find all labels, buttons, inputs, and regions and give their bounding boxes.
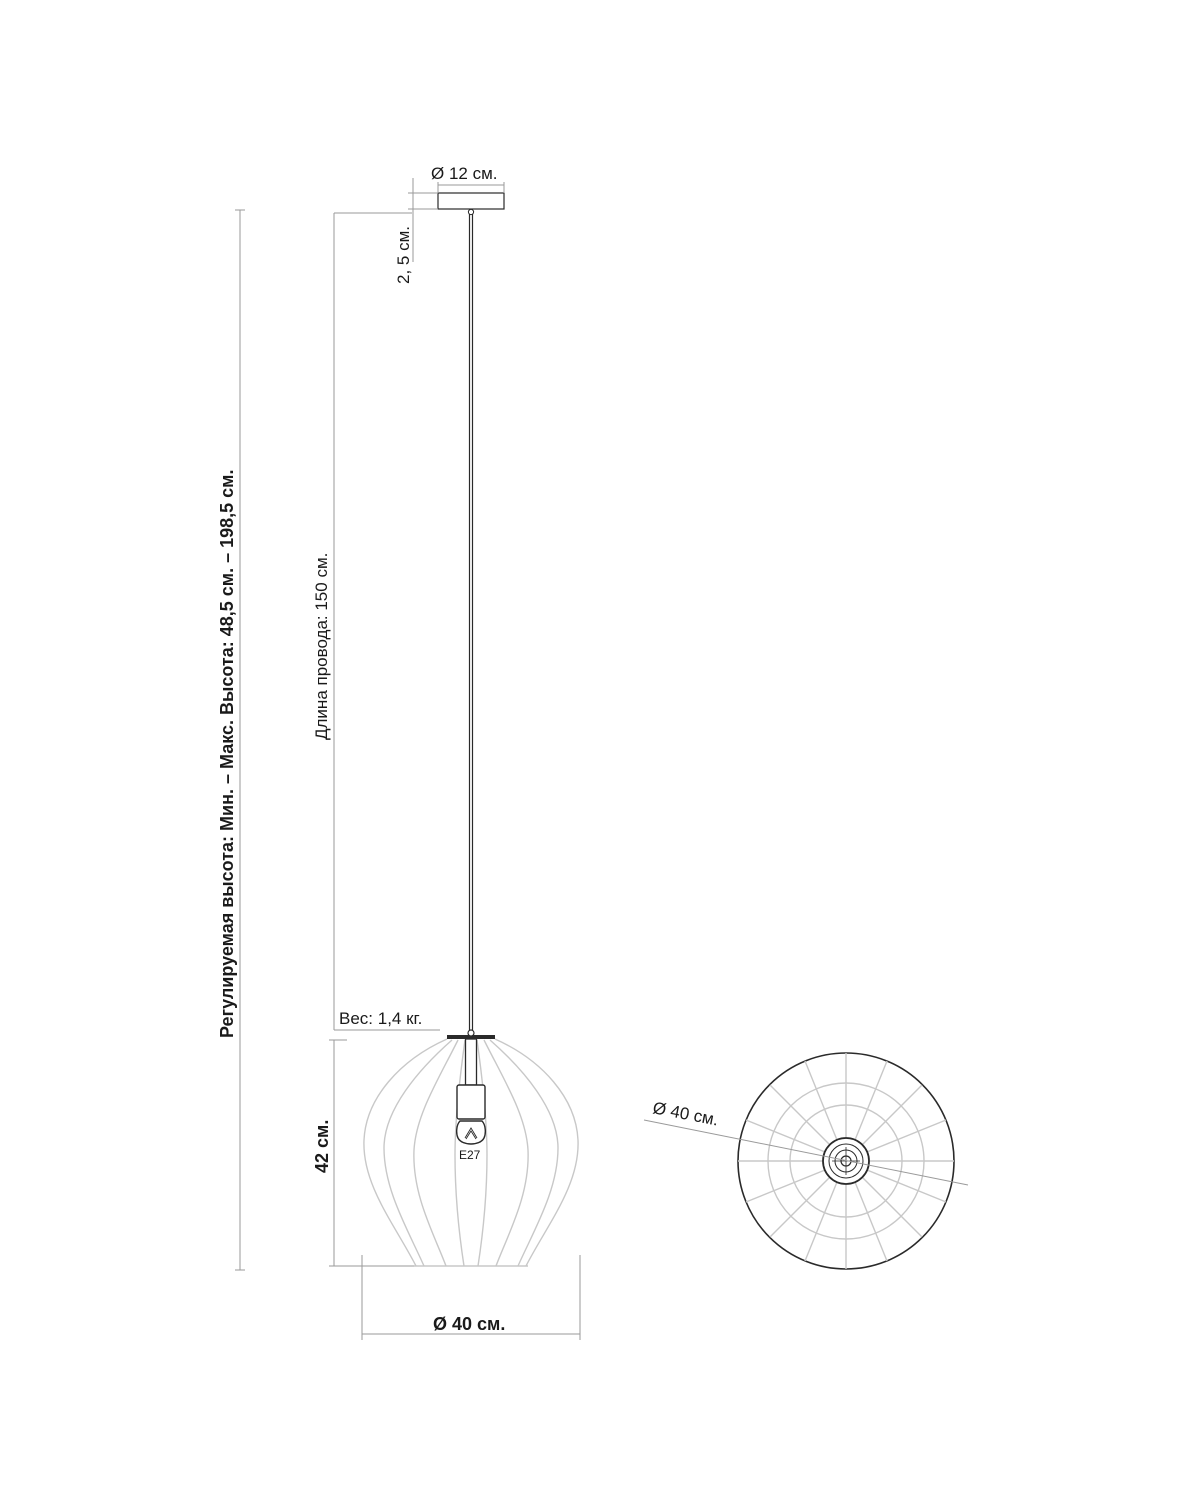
cable-length-label: Длина провода: 150 см. xyxy=(312,553,331,740)
socket-type-label: E27 xyxy=(459,1148,481,1162)
ceiling-canopy xyxy=(408,178,505,262)
weight-label: Вес: 1,4 кг. xyxy=(339,1009,422,1028)
lamp-bottom-view xyxy=(643,1052,969,1270)
shade-height-label: 42 см. xyxy=(312,1120,332,1173)
power-cable xyxy=(468,214,474,1034)
cable-length-dimension xyxy=(333,212,440,1031)
shade-diameter-label: Ø 40 см. xyxy=(433,1314,505,1334)
shade-height-dimension xyxy=(329,1039,414,1267)
shade-diameter-dimension xyxy=(361,1255,581,1340)
lamp-shade-side-view xyxy=(363,1029,579,1267)
adjustable-height-label: Регулируемая высота: Мин. – Макс. Высота… xyxy=(217,469,237,1038)
canopy-diameter-label: Ø 12 см. xyxy=(431,164,498,183)
bottom-view-diameter-label: Ø 40 см. xyxy=(651,1098,720,1129)
canopy-height-label: 2, 5 см. xyxy=(394,226,413,284)
adjustable-height-dimension xyxy=(235,209,245,1271)
